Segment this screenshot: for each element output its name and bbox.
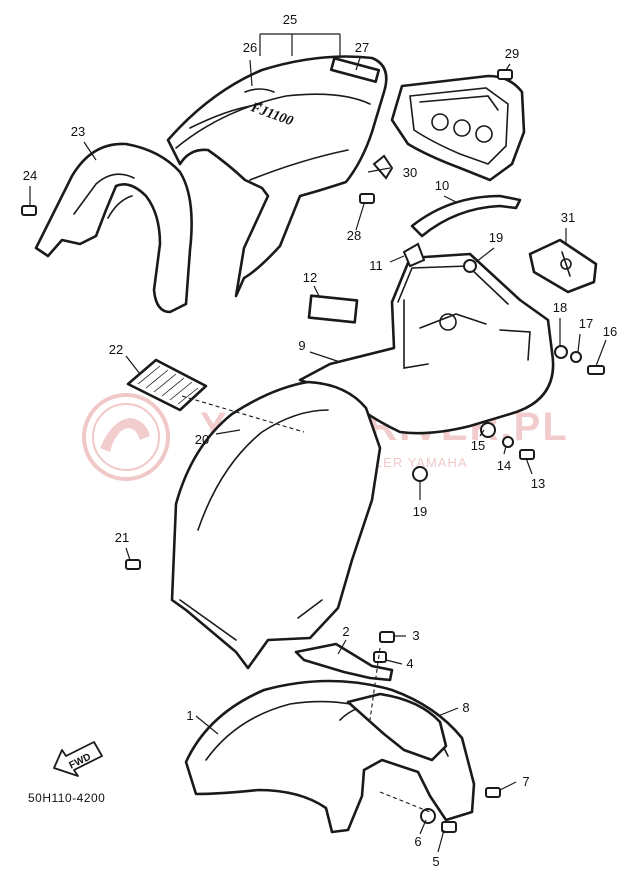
bracket-10 xyxy=(410,194,522,238)
nut-18 xyxy=(554,345,568,359)
callout-10: 10 xyxy=(435,178,449,193)
callout-18: 18 xyxy=(553,300,567,315)
bolt-3 xyxy=(379,631,395,643)
bolt-13 xyxy=(519,449,535,460)
watermark-logo xyxy=(82,393,170,481)
inner-fender-8 xyxy=(346,692,448,762)
bolt-7 xyxy=(485,787,501,798)
washer-14 xyxy=(502,436,514,448)
callout-2: 2 xyxy=(342,624,349,639)
nut-6 xyxy=(420,808,436,824)
callout-31: 31 xyxy=(561,210,575,225)
clip-30 xyxy=(372,154,394,180)
nut-19a xyxy=(463,259,477,273)
nut-19b xyxy=(412,466,428,482)
callout-15: 15 xyxy=(471,438,485,453)
callout-30: 30 xyxy=(403,165,417,180)
callout-19-upper: 19 xyxy=(489,230,503,245)
callout-27: 27 xyxy=(355,40,369,55)
fwd-arrow: FWD xyxy=(53,741,103,777)
callout-26: 26 xyxy=(243,40,257,55)
callout-25: 25 xyxy=(283,12,297,27)
grab-rail xyxy=(34,142,193,314)
seat-assembly: FJ1100 xyxy=(166,55,388,298)
callout-11: 11 xyxy=(369,258,383,273)
nut-15 xyxy=(480,422,496,438)
bolt-5 xyxy=(441,821,457,833)
fender-stay-2 xyxy=(294,642,394,682)
spacer-4 xyxy=(373,651,387,663)
bolt-29 xyxy=(497,69,513,80)
callout-1: 1 xyxy=(186,708,193,723)
diagram-code: 50H110-4200 xyxy=(28,791,105,805)
plate-12 xyxy=(307,294,359,324)
bolt-16 xyxy=(587,365,605,375)
callout-6: 6 xyxy=(414,834,421,849)
callout-21: 21 xyxy=(115,530,129,545)
callout-3: 3 xyxy=(412,628,419,643)
clip-11 xyxy=(402,242,426,268)
plate-22 xyxy=(126,358,208,412)
callout-5: 5 xyxy=(432,854,439,869)
callout-19-lower: 19 xyxy=(413,504,427,519)
bolt-28 xyxy=(359,193,375,204)
bolt-24 xyxy=(21,205,37,216)
bolt-21 xyxy=(125,559,141,570)
callout-14: 14 xyxy=(497,458,511,473)
callout-22: 22 xyxy=(109,342,123,357)
callout-29: 29 xyxy=(505,46,519,61)
lamp-31 xyxy=(528,238,598,294)
callout-13: 13 xyxy=(531,476,545,491)
callout-28: 28 xyxy=(347,228,361,243)
callout-8: 8 xyxy=(462,700,469,715)
fasteners xyxy=(21,69,605,833)
callout-7: 7 xyxy=(522,774,529,789)
callout-16: 16 xyxy=(603,324,617,339)
rear-frame-9 xyxy=(298,252,555,435)
leader-lines xyxy=(29,33,607,853)
seat-strap-27 xyxy=(329,56,381,84)
callout-24: 24 xyxy=(23,168,37,183)
rear-fender-20 xyxy=(170,380,382,670)
callout-17: 17 xyxy=(579,316,593,331)
callout-23: 23 xyxy=(71,124,85,139)
callout-20: 20 xyxy=(195,432,209,447)
washer-17 xyxy=(570,351,582,363)
callout-9: 9 xyxy=(298,338,305,353)
callout-12: 12 xyxy=(303,270,317,285)
callout-4: 4 xyxy=(406,656,413,671)
callout-numbers: 25 26 27 29 23 24 30 10 28 31 11 19 12 1… xyxy=(23,12,617,869)
